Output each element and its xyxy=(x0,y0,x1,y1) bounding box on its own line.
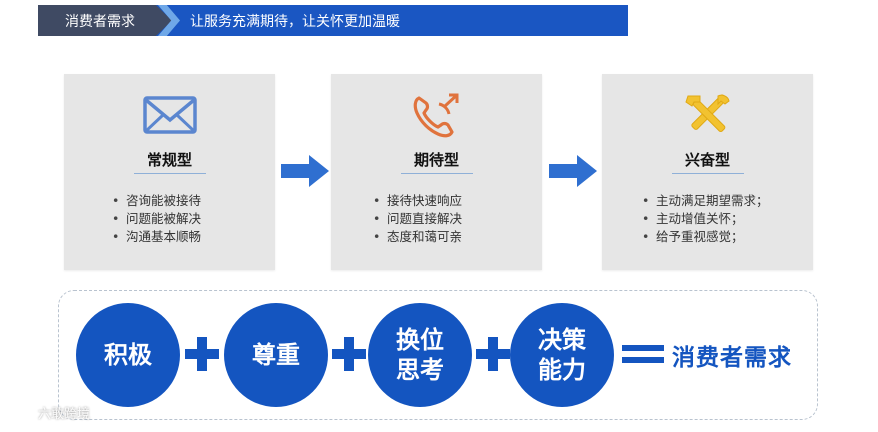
logo-icon xyxy=(13,406,33,420)
arrow-right-icon xyxy=(549,155,597,187)
term-circle: 尊重 xyxy=(224,303,328,407)
divider xyxy=(401,173,473,174)
card-exciting: 兴奋型 主动满足期望需求； 主动增值关怀； 给予重视感觉； xyxy=(602,74,813,270)
equals-icon xyxy=(622,345,664,363)
header-slogan: 让服务充满期待，让关怀更加温暖 xyxy=(190,13,400,30)
arrow-right-icon xyxy=(281,155,329,187)
formula-result: 消费者需求 xyxy=(672,345,792,371)
term-circle: 决策 能力 xyxy=(510,303,614,407)
card-title: 期待型 xyxy=(413,151,459,169)
term-circle: 换位 思考 xyxy=(368,303,472,407)
term-label: 能力 xyxy=(538,356,586,384)
plus-icon xyxy=(332,337,366,371)
header-tag: 消费者需求 xyxy=(38,5,172,36)
list-item: 问题能被解决 xyxy=(112,210,201,228)
list-item: 接待快速响应 xyxy=(373,192,462,210)
term-label: 思考 xyxy=(396,356,444,384)
watermark-text: 六敢跨境 xyxy=(38,407,91,422)
list-item: 给予重视感觉； xyxy=(642,228,769,246)
list-item: 态度和蔼可亲 xyxy=(373,228,462,246)
card-list: 主动满足期望需求； 主动增值关怀； 给予重视感觉； xyxy=(642,192,769,246)
card-expected: 期待型 接待快速响应 问题直接解决 态度和蔼可亲 xyxy=(331,74,542,270)
card-regular: 常规型 咨询能被接待 问题能被解决 沟通基本顺畅 xyxy=(64,74,275,270)
list-item: 咨询能被接待 xyxy=(112,192,201,210)
term-label: 决策 xyxy=(538,326,586,354)
term-circle: 积极 xyxy=(76,303,180,407)
list-item: 主动增值关怀； xyxy=(642,210,769,228)
plus-icon xyxy=(476,337,510,371)
card-title: 常规型 xyxy=(146,151,192,169)
watermark: 六敢跨境 xyxy=(12,403,90,422)
tools-icon xyxy=(602,92,813,140)
card-list: 接待快速响应 问题直接解决 态度和蔼可亲 xyxy=(373,192,462,246)
formula-frame xyxy=(58,290,818,420)
list-item: 主动满足期望需求； xyxy=(642,192,769,210)
phone-icon xyxy=(331,92,542,140)
list-item: 问题直接解决 xyxy=(373,210,462,228)
term-label: 尊重 xyxy=(252,341,300,369)
card-list: 咨询能被接待 问题能被解决 沟通基本顺畅 xyxy=(112,192,201,246)
term-label: 积极 xyxy=(104,341,152,369)
term-label: 换位 xyxy=(396,326,444,354)
divider xyxy=(672,173,744,174)
card-title: 兴奋型 xyxy=(684,151,730,169)
list-item: 沟通基本顺畅 xyxy=(112,228,201,246)
envelope-icon xyxy=(64,92,275,140)
divider xyxy=(134,173,206,174)
plus-icon xyxy=(185,337,219,371)
